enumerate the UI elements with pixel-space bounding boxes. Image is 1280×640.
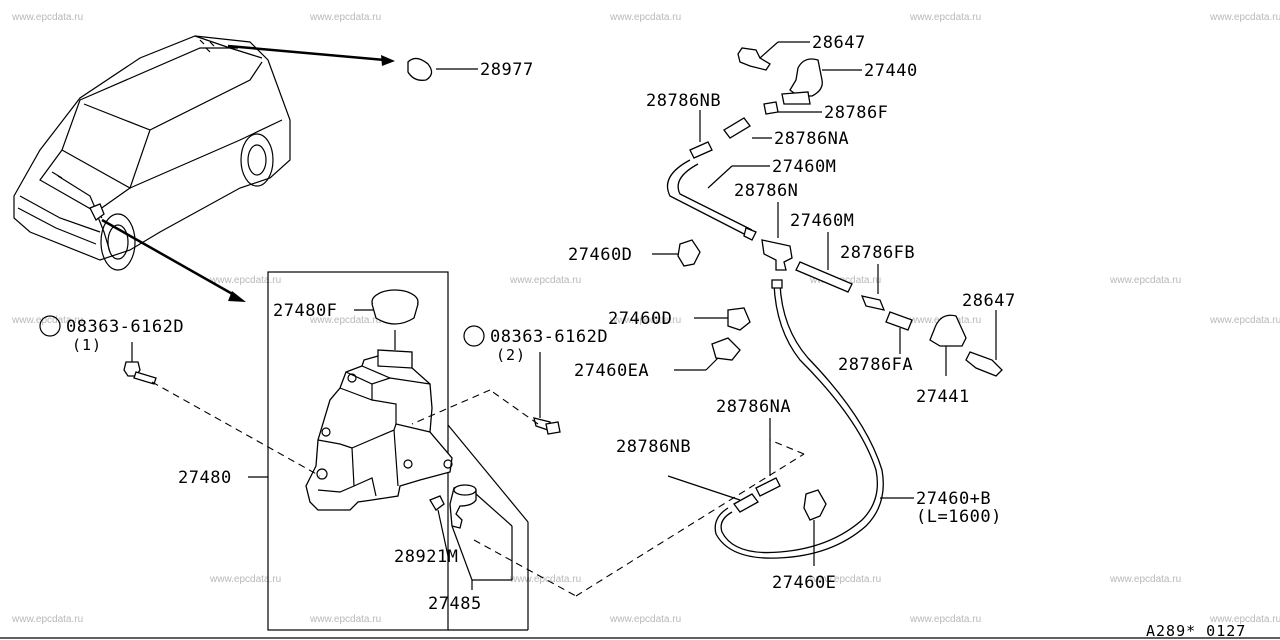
callout-27460M-top: 27460M — [772, 157, 836, 177]
callout-27440: 27440 — [864, 61, 918, 81]
callout-28647-top: 28647 — [812, 33, 866, 53]
watermark: www.epcdata.ru — [1109, 574, 1181, 585]
part-08363-left: 08363-6162D (1) — [39, 315, 321, 477]
watermark: www.epcdata.ru — [11, 12, 83, 23]
hose-system: 28647 27440 28786F 28786NA 28786NB 27460… — [568, 33, 1016, 593]
callout-28786FA: 28786FA — [838, 355, 913, 375]
callout-28786FB: 28786FB — [840, 243, 915, 263]
watermark: www.epcdata.ru — [909, 12, 981, 23]
callout-27460D-top: 27460D — [568, 245, 632, 265]
watermark: www.epcdata.ru — [509, 574, 581, 585]
callout-27460B-len: (L=1600) — [916, 507, 1002, 527]
watermark: www.epcdata.ru — [309, 12, 381, 23]
watermark: www.epcdata.ru — [1209, 315, 1280, 326]
callout-28977: 28977 — [480, 60, 534, 80]
watermark: www.epcdata.ru — [309, 315, 381, 326]
callout-08363-right-qty: (2) — [496, 346, 526, 364]
callout-27480F: 27480F — [273, 301, 337, 321]
callout-28786NA-top: 28786NA — [774, 129, 849, 149]
callout-27460B: 27460+B — [916, 489, 991, 509]
leader-dash — [575, 453, 805, 597]
callout-28786N: 28786N — [734, 181, 798, 201]
watermark: www.epcdata.ru — [11, 614, 83, 625]
watermark: www.epcdata.ru — [609, 12, 681, 23]
diagram-code: A289* 0127 — [1146, 622, 1246, 640]
leader-dash — [473, 539, 577, 597]
watermark: www.epcdata.ru — [809, 574, 881, 585]
callout-28647-right: 28647 — [962, 291, 1016, 311]
callout-27485: 27485 — [428, 594, 482, 614]
reservoir-group: 27480F 27480 28921M 27485 — [178, 271, 529, 631]
watermark: www.epcdata.ru — [309, 614, 381, 625]
watermark: www.epcdata.ru — [609, 315, 681, 326]
watermark: www.epcdata.ru — [209, 275, 281, 286]
callout-28786F: 28786F — [824, 103, 888, 123]
callout-08363-right: 08363-6162D — [490, 327, 608, 347]
part-28977: 28977 — [407, 57, 534, 81]
leader-dash — [769, 439, 805, 455]
watermark: www.epcdata.ru — [1109, 275, 1181, 286]
watermark: www.epcdata.ru — [1209, 12, 1280, 23]
callout-27480: 27480 — [178, 468, 232, 488]
callout-28786NA-low: 28786NA — [716, 397, 791, 417]
callout-08363-left: 08363-6162D — [66, 317, 184, 337]
callout-28786NB-top: 28786NB — [646, 91, 721, 111]
callout-27460M-mid: 27460M — [790, 211, 854, 231]
watermark: www.epcdata.ru — [909, 614, 981, 625]
callout-27460D-mid: 27460D — [608, 309, 672, 329]
callout-28921M: 28921M — [394, 547, 458, 567]
watermark: www.epcdata.ru — [209, 574, 281, 585]
watermark: www.epcdata.ru — [609, 614, 681, 625]
callout-27441: 27441 — [916, 387, 970, 407]
part-08363-right: 08363-6162D (2) — [411, 325, 608, 435]
callout-08363-left-qty: (1) — [72, 336, 102, 354]
watermark: www.epcdata.ru — [11, 315, 83, 326]
watermark: www.epcdata.ru — [509, 275, 581, 286]
callout-27460EA: 27460EA — [574, 361, 649, 381]
callout-28786NB-low: 28786NB — [616, 437, 691, 457]
location-arrows — [101, 44, 395, 302]
vehicle-illustration — [13, 35, 291, 271]
watermark: www.epcdata.ru — [1209, 614, 1280, 625]
callout-27460E: 27460E — [772, 573, 836, 593]
